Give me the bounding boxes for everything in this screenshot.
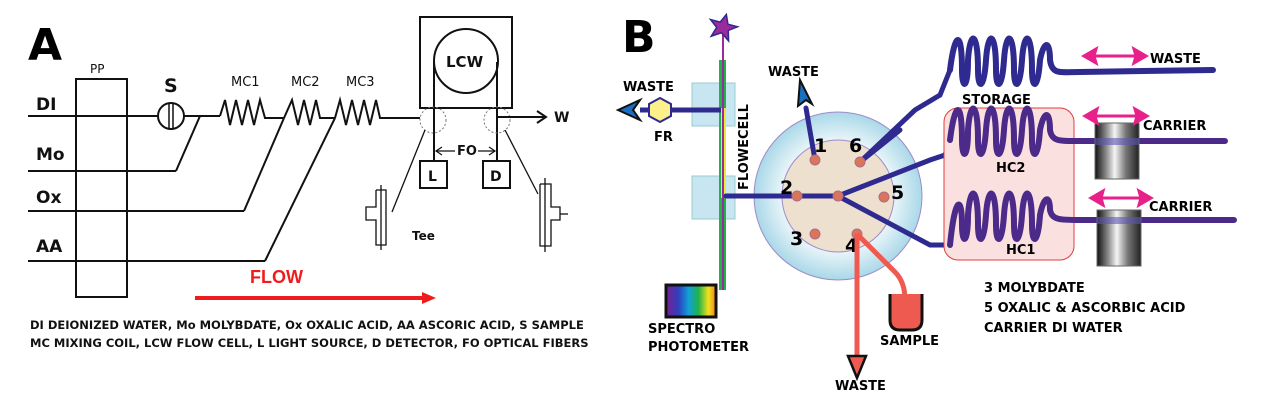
legend-b-line-3: CARRIER DI WATER [984,321,1123,336]
spectro-label-2: PHOTOMETER [648,340,749,355]
pump-label: PP [90,62,104,76]
light-source-label: L [428,169,437,185]
mc2-label: MC2 [291,75,320,90]
legend-line-1: DI DEIONIZED WATER, Mo MOLYBDATE, Ox OXA… [30,318,584,332]
mc3-label: MC3 [346,75,375,90]
lcw-coil [433,28,499,94]
fr-label: FR [654,130,673,145]
inlet-label-di: DI [36,95,56,115]
port-center [832,190,844,202]
port-label-3: 3 [790,228,803,250]
tee-left-icon [365,129,426,250]
port-3 [809,228,821,240]
mc1-label: MC1 [231,75,260,90]
waste-top-arrow-icon [796,76,815,109]
peristaltic-pump [75,78,128,298]
waste-arrow-icon [536,110,548,124]
valve-ports [791,154,890,240]
storage-coil [947,35,1216,87]
outlet-waste-label: WASTE [1150,52,1201,67]
port-5 [878,191,890,203]
panel-b: B FLOWECELL WASTE FR WASTE [615,12,1237,394]
tee-right-icon [504,129,568,252]
port-1 [809,154,821,166]
storage-label: STORAGE [962,93,1031,108]
panel-a-letter: A [28,20,62,71]
port-2 [791,190,803,202]
detector-box [482,160,511,189]
legend-b-line-2: 5 OXALIC & ASCORBIC ACID [984,301,1186,316]
waste-left-label: WASTE [623,80,674,95]
panel-b-letter: B [622,12,656,63]
waste-bottom-arrow-icon [846,354,868,382]
mixing-coil-3 [334,96,420,126]
carrier-reservoir-1 [1094,122,1140,180]
legend-line-2: MC MIXING COIL, LCW FLOW CELL, L LIGHT S… [30,336,589,350]
sample-cup-icon [888,294,924,332]
panel-a: A PP DI Mo Ox AA S MC1 MC2 [28,16,589,350]
waste-left-arrow-icon [615,97,643,123]
waste-label: W [554,110,569,126]
sample-valve-icon [157,102,185,130]
lcw-housing [419,16,513,109]
flow-label: FLOW [250,267,303,287]
mixing-coil-2 [283,96,335,126]
bidirectional-arrows [1081,45,1154,209]
flow-restrictor-icon [648,96,672,124]
light-source-box [419,160,448,189]
light-source-star-icon [708,12,740,43]
inlet-label-mo: Mo [36,145,65,165]
main-line [184,96,420,126]
sample-label: SAMPLE [880,334,939,349]
inlet-label-ox: Ox [36,188,61,208]
carrier-label-2: CARRIER [1149,200,1212,215]
coils [947,35,1237,248]
detector-label: D [490,169,502,185]
port-label-5: 5 [891,182,904,204]
carrier-label-1: CARRIER [1143,119,1206,134]
spectro-label-1: SPECTRO [648,322,715,337]
hc2-label: HC2 [996,161,1025,176]
tee-label: Tee [412,229,435,243]
port-label-2: 2 [780,177,793,199]
inlet-lines [28,115,336,262]
hc2-coil [947,105,1228,157]
sample-valve-label: S [164,75,178,97]
valve-tubing [723,67,953,248]
port-label-6: 6 [849,135,862,157]
hc1-label: HC1 [1006,243,1035,258]
spectrophotometer-icon [664,283,718,319]
lcw-label: LCW [446,53,484,71]
port-6 [854,156,866,168]
fiber-label: FO [457,144,477,159]
inlet-label-aa: AA [36,237,63,257]
waste-bottom-label: WASTE [835,379,886,394]
flowcell-mount-top [691,82,736,127]
legend-b-line-1: 3 MOLYBDATE [984,281,1085,296]
flowcell-label: FLOWECELL [737,104,752,190]
hc1-coil [947,190,1237,248]
mixing-coil-1 [219,96,284,126]
waste-top-label: WASTE [768,65,819,80]
port-label-1: 1 [814,135,827,157]
